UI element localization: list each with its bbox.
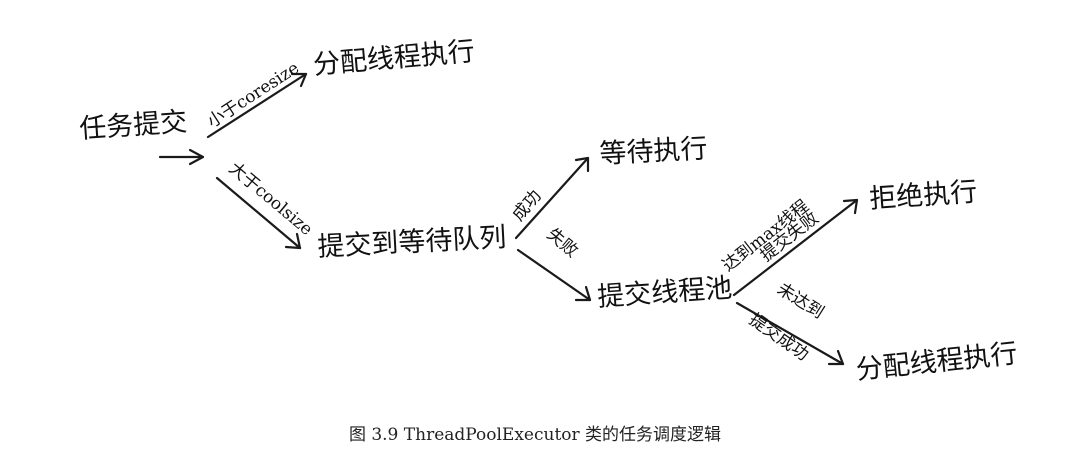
node-allocate-thread-bottom: 分配线程执行 [854, 338, 1018, 386]
node-task-submit: 任务提交 [78, 107, 188, 145]
arrow-to-wait [514, 156, 590, 240]
arrow-to-queue [215, 176, 302, 250]
node-submit-to-queue: 提交到等待队列 [317, 222, 507, 263]
arrow-to-thread-pool [516, 248, 592, 302]
arrow-to-reject [732, 198, 859, 297]
edge-label-submit-success: 提交成功 [745, 310, 812, 365]
node-reject-execute: 拒绝执行 [868, 177, 978, 215]
arrow-submit [158, 148, 205, 166]
arrow-to-allocate-bottom [735, 301, 845, 366]
figure-caption: 图 3.9 ThreadPoolExecutor 类的任务调度逻辑 [348, 425, 722, 445]
node-submit-thread-pool: 提交线程池 [596, 273, 733, 313]
node-wait-execute: 等待执行 [599, 133, 708, 170]
edge-label-gt-coolsize: 大于coolsize [225, 159, 316, 240]
arrow-to-allocate-top [206, 72, 308, 139]
node-allocate-thread-top: 分配线程执行 [312, 36, 476, 81]
edge-label-failure: 失败 [543, 225, 582, 262]
edge-label-success: 成功 [509, 186, 546, 225]
edge-label-lt-coresize: 小于coresize [204, 58, 303, 132]
edge-label-not-reached: 未达到 [773, 279, 827, 323]
